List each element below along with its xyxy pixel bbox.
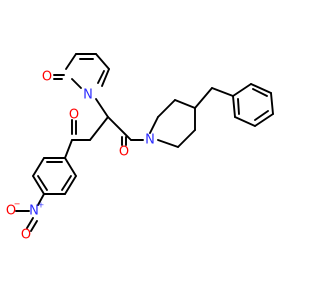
molecule-drawing: O N O O N N + O − O: [0, 0, 300, 300]
bond: [254, 113, 274, 127]
central-chain: [71, 98, 144, 146]
bond: [26, 217, 34, 229]
bond: [71, 78, 82, 89]
bond-double-inner: [237, 98, 240, 115]
bond: [30, 220, 38, 232]
bond: [89, 116, 109, 141]
bond: [37, 193, 45, 206]
bond: [149, 116, 159, 134]
structure-svg: O N O O N N + O − O: [0, 0, 300, 300]
bond: [95, 98, 109, 118]
benzyl-group: [194, 83, 274, 127]
atom-label-o-nitro-bottom: O: [21, 228, 31, 243]
atom-label-o-nitro-left: O: [6, 204, 16, 219]
nitrophenyl-ring: [15, 139, 77, 232]
bond: [65, 53, 77, 70]
bond: [174, 99, 196, 109]
bond: [95, 53, 110, 70]
bond-double-inner: [254, 110, 269, 121]
bond-double-inner: [97, 70, 105, 84]
piperidine-ring: [149, 99, 196, 148]
bond: [107, 116, 132, 141]
bond: [64, 139, 73, 159]
bond: [157, 99, 176, 118]
bond: [270, 92, 274, 115]
bond: [101, 68, 110, 87]
atom-label-o-ketone: O: [69, 108, 79, 123]
bond: [64, 157, 77, 177]
atom-label-o-amide: O: [119, 145, 129, 160]
atom-labels: O N O O N N + O − O: [6, 70, 155, 243]
atom-label-o-pyridone: O: [42, 70, 52, 85]
bond: [194, 87, 213, 109]
pyridone-ring: [53, 53, 110, 89]
canvas-background: [0, 0, 300, 300]
charge-minus-oxygen: −: [14, 200, 21, 209]
bond: [32, 157, 45, 177]
bond: [234, 116, 256, 127]
bond: [64, 175, 77, 195]
bond: [177, 129, 196, 148]
bond: [232, 95, 236, 118]
bond: [32, 175, 45, 195]
bond: [232, 83, 252, 97]
bond: [250, 83, 272, 94]
charge-plus-nitro: +: [38, 201, 45, 210]
atom-label-n-piperidine: N: [145, 133, 155, 148]
bond-double-inner: [61, 175, 72, 191]
bond-double-inner: [252, 88, 268, 97]
atom-label-n-nitro: N: [29, 204, 39, 219]
bond: [211, 87, 234, 97]
bond-double-inner: [37, 175, 48, 191]
atom-label-n-pyridone: N: [83, 88, 93, 103]
bond: [157, 139, 179, 148]
